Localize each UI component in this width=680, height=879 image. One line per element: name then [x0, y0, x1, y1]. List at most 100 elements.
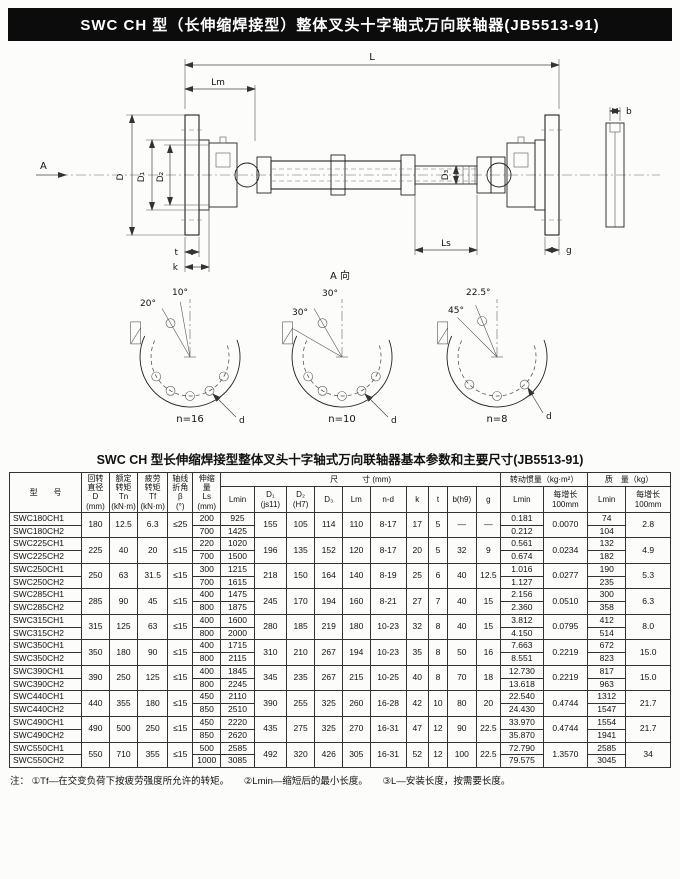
- b-cell: 100: [446, 741, 477, 769]
- hole-count-label-2: n=10: [328, 414, 355, 425]
- dim-D1-label: D₁: [137, 171, 147, 182]
- lmin-cell: 1600: [220, 613, 255, 628]
- t-cell: 6: [427, 562, 448, 590]
- dim-D3-label: D₃: [441, 169, 451, 180]
- hole-count-label-1: n=16: [176, 414, 203, 425]
- d3-cell: 267: [314, 664, 343, 692]
- t-cell: 12: [427, 741, 448, 769]
- lmin-cell: 2245: [220, 677, 255, 692]
- dim-g-label: g: [566, 246, 572, 256]
- g-cell: 22.5: [475, 741, 502, 769]
- col-header-d2: D₂ (H7): [285, 486, 316, 513]
- hole-d-label-3: d: [546, 412, 552, 422]
- extension-cell: 400: [192, 613, 222, 628]
- table-header: 型 号 回转 直径 D (mm) 额定 转矩 Tn (kN·m) 疲劳 转矩 T…: [8, 471, 671, 513]
- g-cell: 22.5: [475, 716, 502, 743]
- lmin-cell: 1845: [220, 664, 255, 679]
- dim-D2-label: D₂: [156, 171, 166, 182]
- rated-torque-cell: 12.5: [108, 511, 139, 539]
- lmin-cell: 2620: [220, 728, 255, 743]
- g-cell: 12.5: [475, 562, 502, 590]
- angle-label-2b: 30°: [292, 308, 308, 318]
- lm-cell: 260: [342, 690, 371, 717]
- d2-cell: 150: [285, 562, 316, 590]
- model-cell: SWC550CH1: [8, 741, 83, 756]
- bolt-holes-cell: 16-31: [369, 741, 407, 769]
- technical-drawing: L Lm D D₁ D₂ D₃: [36, 52, 660, 426]
- mass-cell: 190: [587, 562, 627, 577]
- t-cell: 8: [427, 664, 448, 692]
- d2-cell: 170: [285, 588, 316, 615]
- bolt-pattern-detail-1: d 10° 20° n=16: [130, 288, 245, 426]
- lmin-cell: 925: [220, 511, 255, 526]
- d2-cell: 275: [285, 716, 316, 743]
- mass-cell: 412: [587, 613, 627, 628]
- g-cell: 15: [475, 613, 502, 641]
- fatigue-torque-cell: 20: [137, 537, 169, 564]
- k-cell: 35: [405, 639, 429, 666]
- t-cell: 7: [427, 588, 448, 615]
- model-cell: SWC225CH1: [8, 537, 83, 552]
- bolt-pattern-detail-2: d 30° 30° n=10: [282, 289, 397, 426]
- col-header-lm: Lm: [342, 486, 371, 513]
- model-cell: SWC315CH2: [8, 626, 83, 641]
- d1-cell: 310: [253, 639, 287, 666]
- parameters-table: 型 号 回转 直径 D (mm) 额定 转矩 Tn (kN·m) 疲劳 转矩 T…: [8, 471, 671, 769]
- diameter-cell: 490: [81, 716, 110, 743]
- page-title: SWC CH 型（长伸缩焊接型）整体叉头十字轴式万向联轴器(JB5513-91): [8, 8, 672, 41]
- mass-cell: 672: [587, 639, 627, 654]
- d3-cell: 325: [314, 690, 343, 717]
- mass-inc-cell: 15.0: [625, 664, 671, 692]
- b-cell: 90: [446, 716, 477, 743]
- g-cell: 9: [475, 537, 502, 564]
- b-cell: 50: [446, 639, 477, 666]
- inertia-inc-cell: 0.2219: [542, 664, 589, 692]
- inertia-cell: 0.181: [500, 511, 544, 526]
- footnote: 注： ①Tf—在交变负荷下按疲劳强度所允许的转矩。 ②Lmin—缩短后的最小长度…: [10, 773, 670, 787]
- hole-d-label-2: d: [391, 416, 397, 426]
- extension-cell: 450: [192, 690, 222, 705]
- k-cell: 20: [405, 537, 429, 564]
- d2-cell: 135: [285, 537, 316, 564]
- extension-cell: 800: [192, 677, 222, 692]
- d1-cell: 435: [253, 716, 287, 743]
- b-cell: 70: [446, 664, 477, 692]
- rated-torque-cell: 355: [108, 690, 139, 717]
- inertia-cell: 24.430: [500, 703, 544, 717]
- d2-cell: 235: [285, 664, 316, 692]
- dim-Ls-label: Ls: [441, 239, 451, 249]
- col-header-model: 型 号: [8, 472, 83, 513]
- section-A-label: A: [40, 161, 47, 172]
- fatigue-torque-cell: 45: [137, 588, 169, 615]
- angle-cell: ≤15: [167, 716, 194, 743]
- mass-cell: 104: [587, 524, 627, 539]
- k-cell: 52: [405, 741, 429, 769]
- model-cell: SWC490CH1: [8, 716, 83, 730]
- col-header-mass-inc: 每增长 100mm: [625, 486, 671, 513]
- model-cell: SWC490CH2: [8, 728, 83, 743]
- diameter-cell: 315: [81, 613, 110, 641]
- col-header-lmin: Lmin: [220, 486, 255, 513]
- k-cell: 27: [405, 588, 429, 615]
- mass-inc-cell: 15.0: [625, 639, 671, 666]
- d1-cell: 196: [253, 537, 287, 564]
- inertia-inc-cell: 0.0070: [542, 511, 589, 539]
- model-cell: SWC390CH2: [8, 677, 83, 692]
- inertia-cell: 1.127: [500, 575, 544, 590]
- dim-L-label: L: [369, 52, 375, 63]
- lmin-cell: 1875: [220, 601, 255, 615]
- b-cell: 80: [446, 690, 477, 717]
- d3-cell: 194: [314, 588, 343, 615]
- b-cell: —: [446, 511, 477, 539]
- fatigue-torque-cell: 250: [137, 716, 169, 743]
- inertia-cell: 4.150: [500, 626, 544, 641]
- rated-torque-cell: 63: [108, 562, 139, 590]
- b-cell: 40: [446, 562, 477, 590]
- col-header-d1: D₁ (js11): [253, 486, 287, 513]
